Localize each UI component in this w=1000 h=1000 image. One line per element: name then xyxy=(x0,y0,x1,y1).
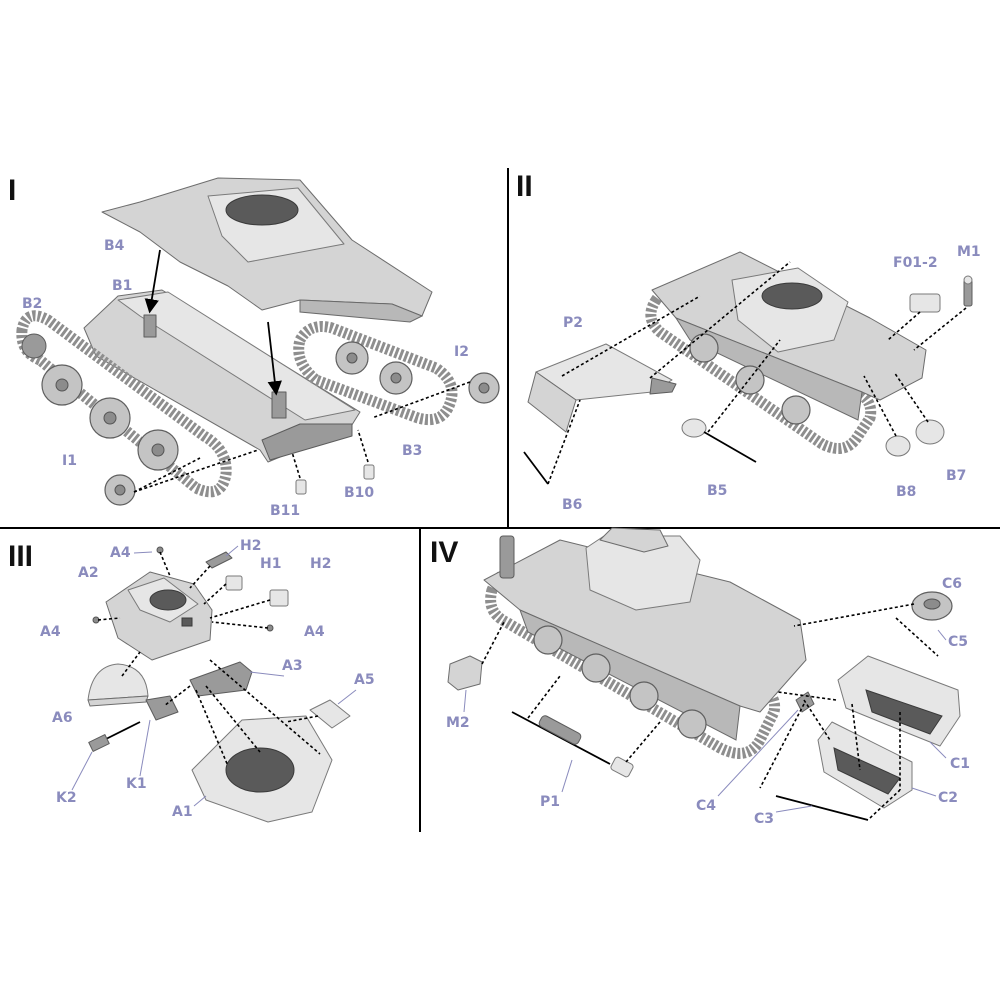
part-label-b7: B7 xyxy=(946,468,966,484)
shovel-part xyxy=(681,418,757,463)
part-label-h2: H2 xyxy=(310,556,331,572)
rod-part xyxy=(523,451,549,485)
turret-base-plate-part xyxy=(191,715,333,823)
part-label-b6: B6 xyxy=(562,497,582,513)
left-track-assembly xyxy=(16,310,232,498)
step-number: III xyxy=(8,540,33,573)
turret-part xyxy=(105,571,213,661)
part-label-p1: P1 xyxy=(540,794,560,810)
part-label-i2: I2 xyxy=(454,344,469,360)
gun-mount-part xyxy=(145,695,179,721)
part-label-c4: C4 xyxy=(696,798,716,814)
part-label-p2: P2 xyxy=(563,315,583,331)
gun-mantlet-part xyxy=(189,661,253,697)
stowage-box-part xyxy=(447,655,483,691)
small-bracket-part xyxy=(363,464,375,480)
lower-hull-part xyxy=(83,289,361,463)
step-number: IV xyxy=(430,536,458,569)
antenna-mount-part xyxy=(963,275,973,307)
upper-hull-part xyxy=(101,177,433,323)
idler-wheel-part xyxy=(104,474,136,506)
tail-rod-part xyxy=(775,795,869,821)
hatch-part xyxy=(915,419,945,445)
tank-assembly xyxy=(483,527,807,759)
part-label-b4: B4 xyxy=(104,238,125,254)
step-panel-1: I xyxy=(8,174,500,519)
cupola-dome-part xyxy=(87,663,149,707)
part-label-a6: A6 xyxy=(52,710,73,726)
part-label-k1: K1 xyxy=(126,776,147,792)
part-label-b3: B3 xyxy=(402,443,422,459)
part-label-a3: A3 xyxy=(282,658,303,674)
sprocket-wheel-part xyxy=(468,372,500,404)
part-label-b10: B10 xyxy=(344,485,374,501)
part-label-m1: M1 xyxy=(957,244,981,260)
step-number: II xyxy=(516,170,533,203)
vision-block-part xyxy=(269,589,289,607)
turret-hatch-part xyxy=(309,699,351,729)
part-label-c6: C6 xyxy=(942,576,962,592)
part-label-b5: B5 xyxy=(707,483,727,499)
jack-part xyxy=(511,711,634,778)
part-label-f01-2: F01-2 xyxy=(893,255,938,271)
step-panel-2: II xyxy=(516,170,981,513)
right-track-assembly xyxy=(293,321,458,426)
part-label-a5: A5 xyxy=(354,672,375,688)
small-bracket-part xyxy=(295,479,307,495)
part-label-a1: A1 xyxy=(172,804,193,820)
part-label-c1: C1 xyxy=(950,756,970,772)
part-label-b11: B11 xyxy=(270,503,300,519)
engine-deck-part xyxy=(527,343,677,433)
step-number: I xyxy=(8,174,16,207)
part-label-h2: H2 xyxy=(240,538,261,554)
rear-tail-frame-lower xyxy=(817,721,913,809)
part-label-h1: H1 xyxy=(260,556,281,572)
part-label-a2: A2 xyxy=(78,565,99,581)
part-label-m2: M2 xyxy=(446,715,470,731)
cupola-ring-part xyxy=(909,293,941,313)
part-label-a4: A4 xyxy=(110,545,131,561)
part-label-c2: C2 xyxy=(938,790,958,806)
hull-assembly xyxy=(645,251,927,454)
step-panel-4: IV xyxy=(430,527,970,827)
step-panel-3: III xyxy=(8,538,375,823)
hatch-part xyxy=(885,435,911,457)
part-label-c3: C3 xyxy=(754,811,774,827)
spare-wheel-part xyxy=(911,591,953,621)
part-label-k2: K2 xyxy=(56,790,77,806)
vision-block-part xyxy=(225,575,243,591)
part-label-a4: A4 xyxy=(304,624,325,640)
part-label-b1: B1 xyxy=(112,278,132,294)
part-label-a4: A4 xyxy=(40,624,61,640)
rear-tail-frame-upper xyxy=(837,655,961,747)
part-label-b8: B8 xyxy=(896,484,916,500)
part-label-i1: I1 xyxy=(62,453,77,469)
part-label-c5: C5 xyxy=(948,634,968,650)
part-label-b2: B2 xyxy=(22,296,42,312)
